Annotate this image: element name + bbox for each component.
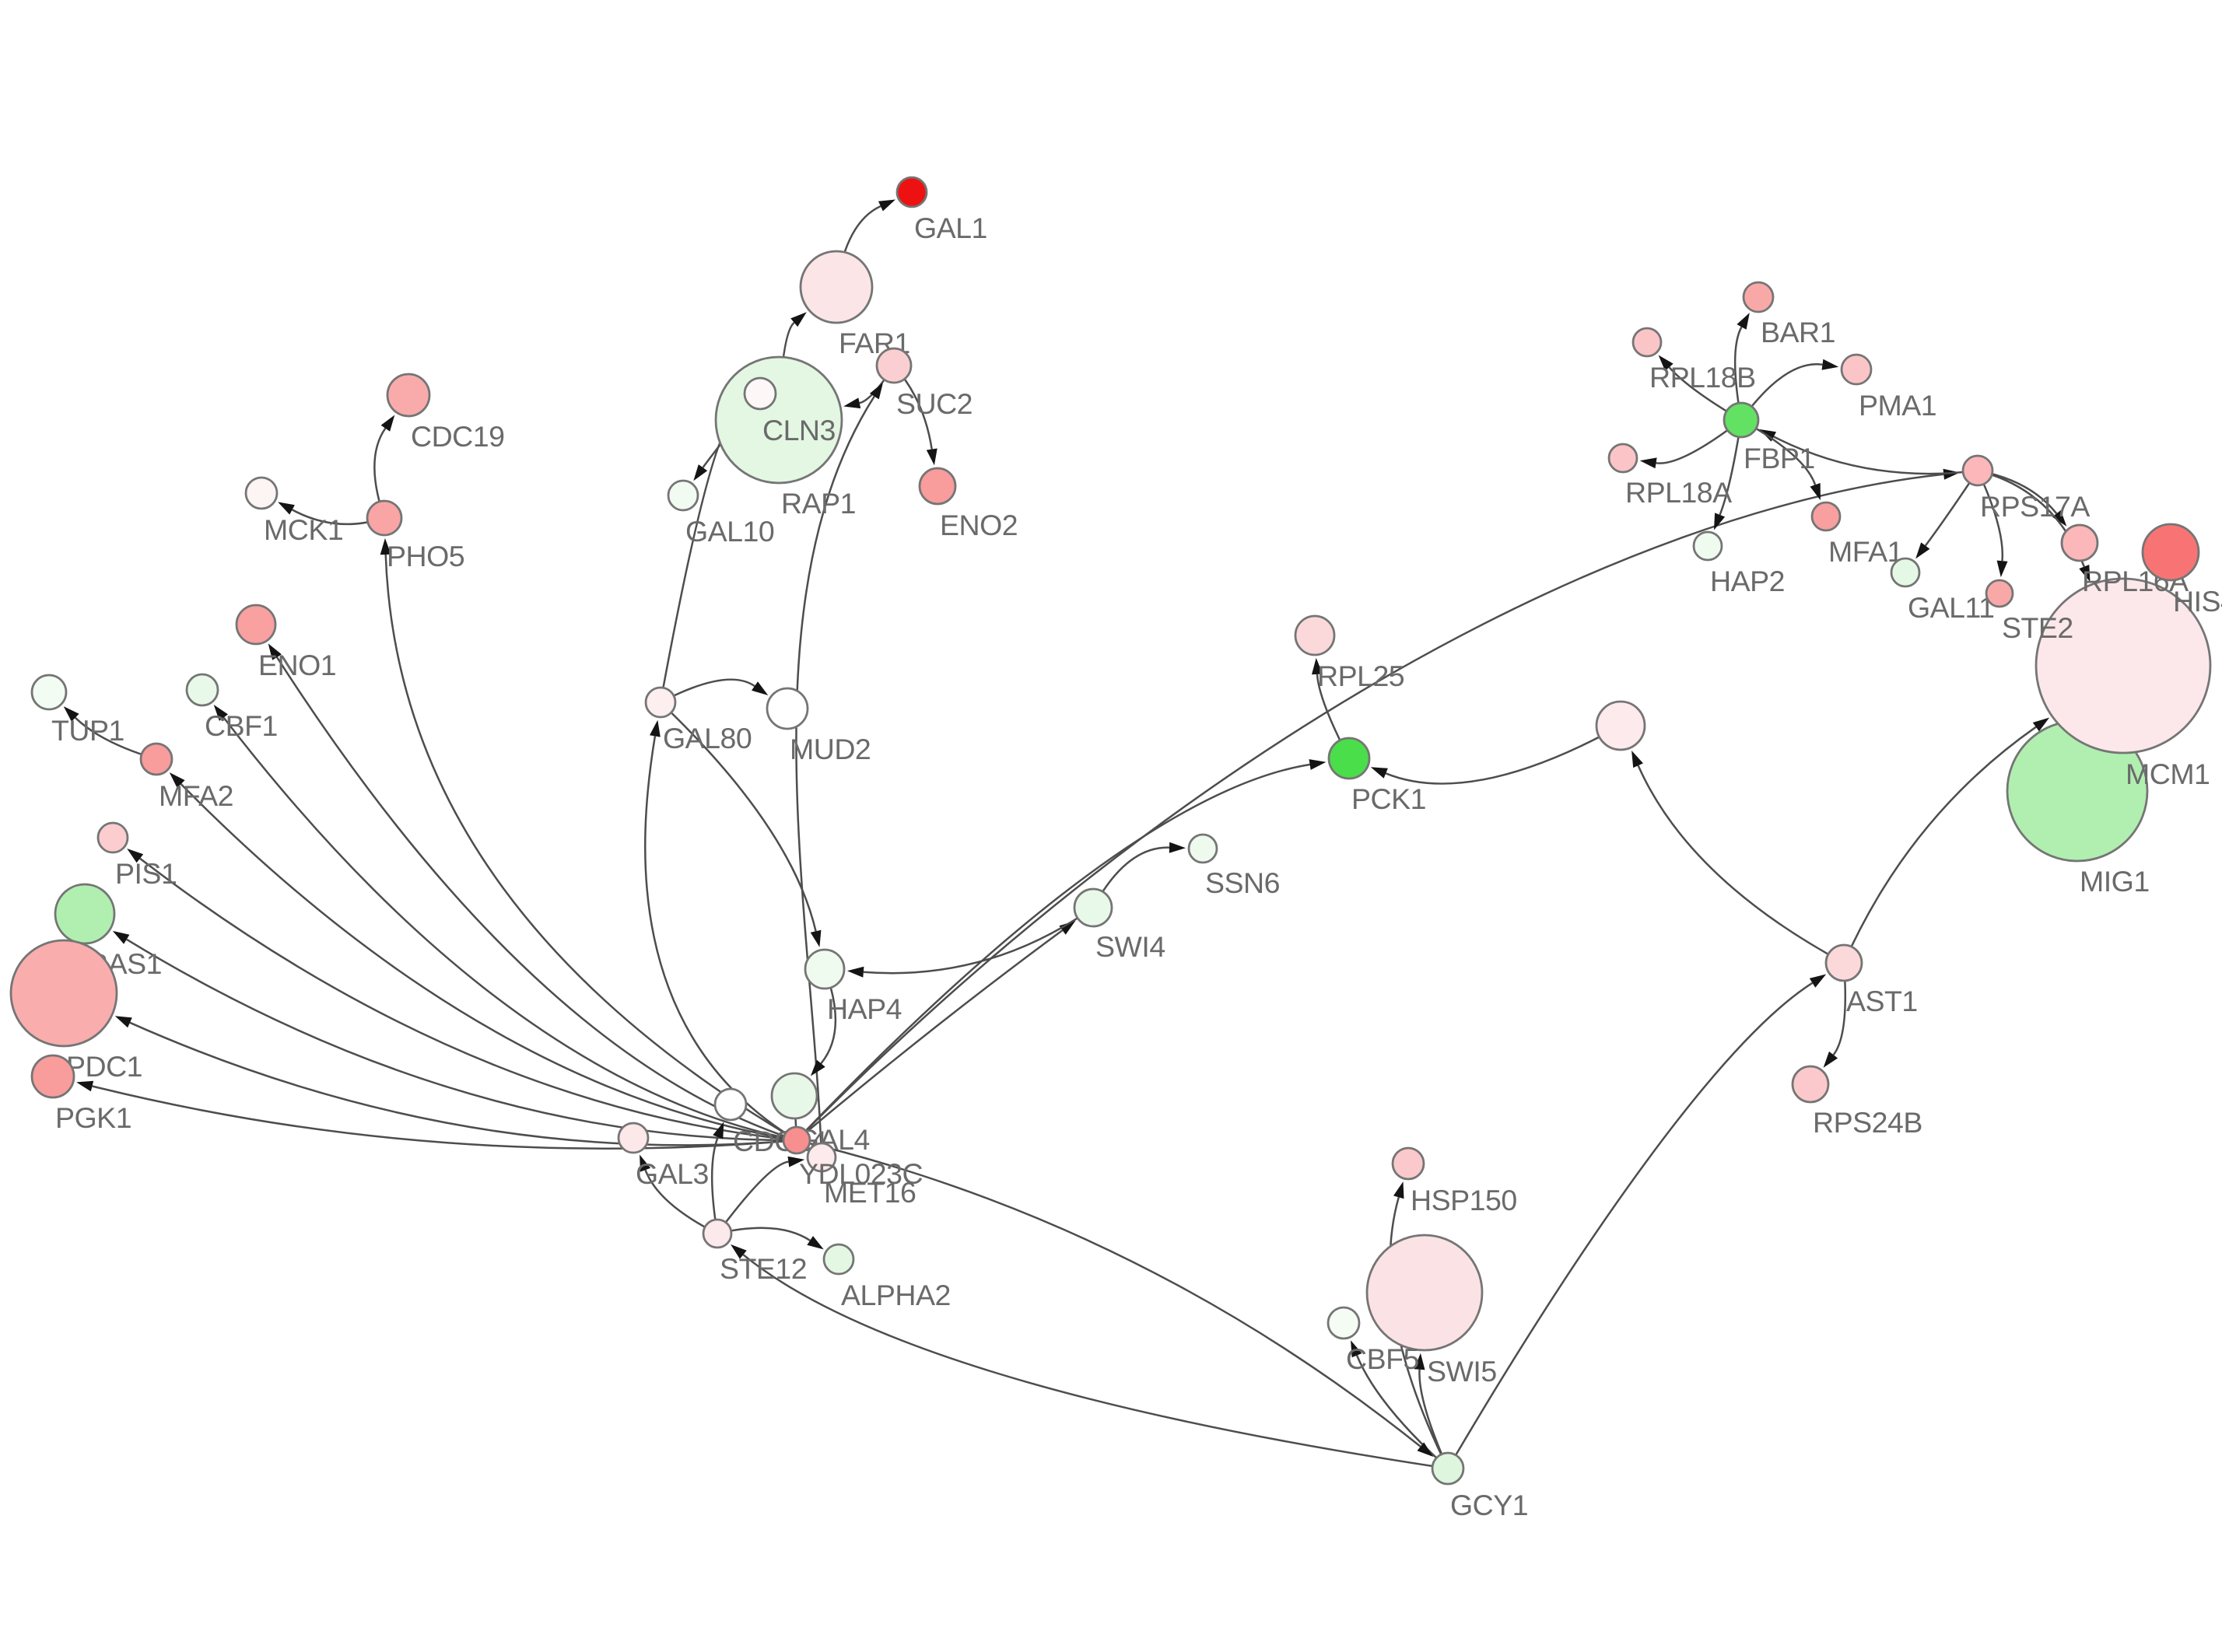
svg-text:MCM1: MCM1: [2126, 758, 2210, 790]
svg-text:MFA2: MFA2: [159, 779, 233, 812]
svg-text:PDC1: PDC1: [66, 1050, 142, 1083]
svg-text:CLN3: CLN3: [762, 414, 836, 446]
svg-text:HAP4: HAP4: [827, 992, 902, 1025]
svg-text:MFA1: MFA1: [1828, 535, 1903, 568]
svg-text:GAL11: GAL11: [1908, 591, 1994, 624]
svg-text:RPL25: RPL25: [1317, 660, 1404, 692]
svg-text:HSP150: HSP150: [1411, 1184, 1517, 1216]
svg-text:PGK1: PGK1: [55, 1101, 131, 1134]
svg-text:ALPHA2: ALPHA2: [841, 1279, 951, 1311]
svg-text:FBP1: FBP1: [1744, 442, 1815, 474]
svg-text:PCK1: PCK1: [1351, 782, 1426, 815]
svg-text:YDL023C: YDL023C: [799, 1157, 923, 1190]
svg-text:PHO5: PHO5: [387, 540, 464, 572]
svg-text:RPS17A: RPS17A: [1980, 490, 2090, 523]
svg-text:BAR1: BAR1: [1761, 316, 1835, 348]
svg-text:GAL80: GAL80: [663, 722, 752, 754]
svg-text:MUD2: MUD2: [790, 733, 871, 765]
svg-text:MCK1: MCK1: [264, 513, 343, 546]
svg-text:SSN6: SSN6: [1205, 866, 1280, 899]
svg-text:GAL10: GAL10: [685, 515, 774, 548]
svg-text:STE12: STE12: [720, 1252, 807, 1285]
svg-text:RPL18A: RPL18A: [1625, 476, 1732, 509]
svg-text:ENO1: ENO1: [258, 649, 336, 681]
svg-text:SWI5: SWI5: [1427, 1355, 1497, 1388]
svg-text:STE2: STE2: [2002, 611, 2073, 644]
svg-text:MET16: MET16: [824, 1176, 916, 1209]
svg-text:CBF1: CBF1: [205, 709, 278, 742]
svg-text:CDC19: CDC19: [411, 420, 504, 453]
svg-text:SUC2: SUC2: [896, 387, 973, 420]
svg-text:PIS1: PIS1: [115, 857, 177, 890]
svg-text:TUP1: TUP1: [51, 714, 124, 747]
svg-text:HIS4: HIS4: [2173, 585, 2222, 618]
svg-text:HAP2: HAP2: [1710, 565, 1785, 597]
svg-text:SWI4: SWI4: [1095, 930, 1165, 963]
svg-text:GCY1: GCY1: [1450, 1489, 1528, 1521]
svg-text:CBF5: CBF5: [1346, 1342, 1419, 1375]
svg-text:AST1: AST1: [1846, 985, 1918, 1017]
svg-text:RPS24B: RPS24B: [1813, 1106, 1922, 1139]
svg-text:PMA1: PMA1: [1859, 389, 1936, 422]
svg-text:ENO2: ENO2: [940, 509, 1018, 541]
svg-text:RAP1: RAP1: [781, 487, 856, 520]
svg-text:RPL18B: RPL18B: [1649, 361, 1756, 394]
svg-text:GAL3: GAL3: [636, 1157, 709, 1190]
svg-text:GAL1: GAL1: [914, 212, 987, 244]
svg-text:MIG1: MIG1: [2080, 865, 2150, 898]
